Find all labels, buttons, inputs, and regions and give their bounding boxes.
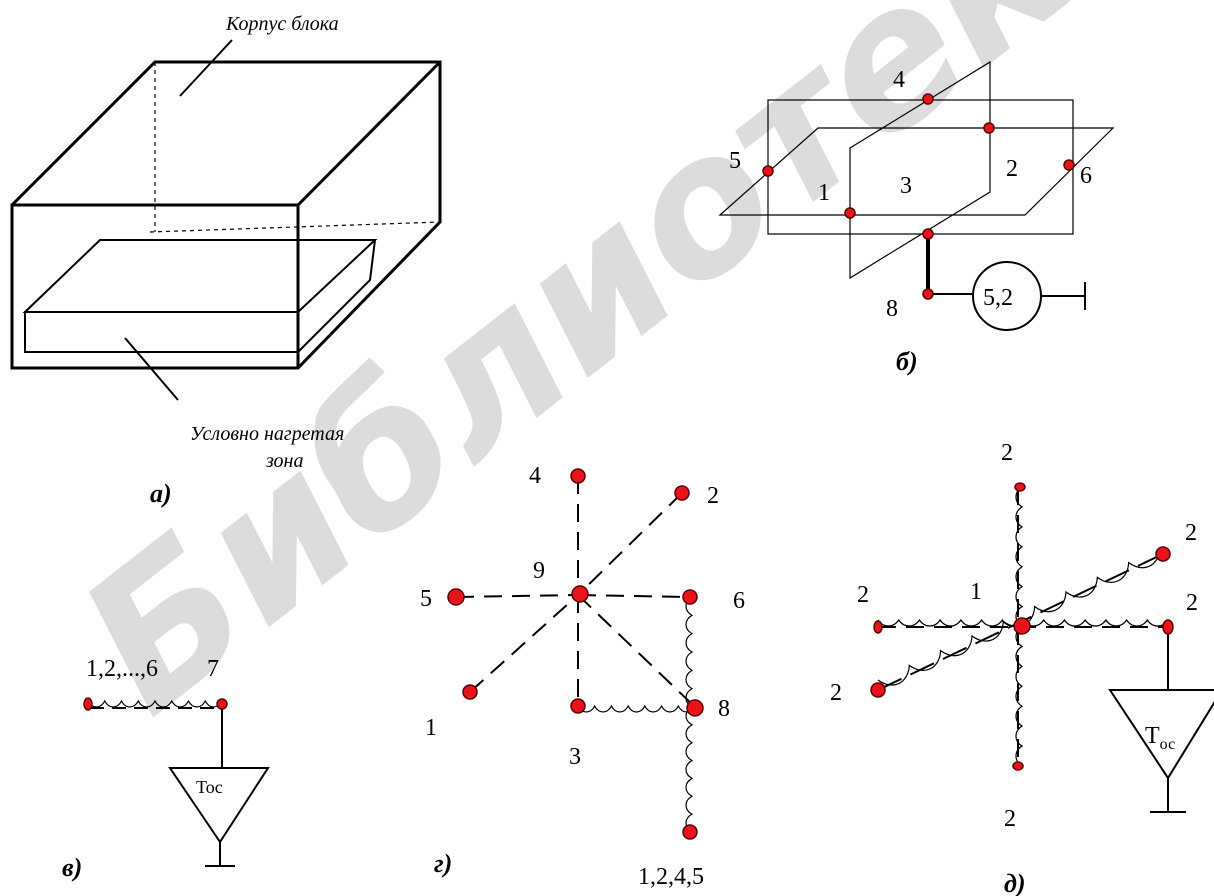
node-label-1: 1 xyxy=(818,180,830,206)
node-1 xyxy=(844,207,856,219)
node-label-upper-right: 2 xyxy=(1185,520,1197,546)
housing-label: Корпус блока xyxy=(225,13,339,35)
node-label-2: 2 xyxy=(1006,156,1018,182)
panel-a xyxy=(10,39,442,401)
heated-zone-side xyxy=(297,239,376,353)
panel-d-nodes xyxy=(870,482,1174,771)
node-label-7: 7 xyxy=(207,656,219,682)
node-label-8: 8 xyxy=(718,696,730,722)
node-upper-right xyxy=(1155,546,1171,562)
node-4 xyxy=(570,468,586,484)
caption-b: б) xyxy=(896,347,918,376)
node-label-top: 2 xyxy=(1001,440,1013,466)
caption-v: в) xyxy=(62,853,82,882)
housing-leader xyxy=(179,39,233,97)
node-label-right: 2 xyxy=(1186,590,1198,616)
link-9-5 xyxy=(455,594,579,598)
node-top xyxy=(1014,482,1026,492)
node-right xyxy=(1162,619,1174,635)
panel-v xyxy=(87,699,270,867)
node-5 xyxy=(762,165,774,177)
node-9 xyxy=(571,585,589,603)
panel-g xyxy=(455,476,696,833)
node-1-6 xyxy=(83,697,93,711)
caption-d: д) xyxy=(1004,869,1026,896)
node-label-8: 8 xyxy=(886,296,898,322)
temperature-value: 5,2 xyxy=(983,285,1013,311)
node-8 xyxy=(922,288,934,300)
node-label-6: 6 xyxy=(733,588,745,614)
node-label-lower-left: 2 xyxy=(830,680,842,706)
node-7 xyxy=(216,698,228,710)
node-label-1: 1 xyxy=(425,715,437,741)
zone-label-line2: зона xyxy=(265,450,303,472)
node-5 xyxy=(447,588,465,606)
heated-zone-top xyxy=(22,239,378,313)
panel-g-nodes xyxy=(447,468,704,840)
wavy-8-bottom xyxy=(685,706,694,833)
source-label-main: Т xyxy=(1145,723,1160,749)
node-1 xyxy=(462,684,478,700)
watermark: Библиотека xyxy=(42,0,1210,755)
wavy-link xyxy=(87,699,223,708)
caption-g: г) xyxy=(434,849,452,878)
temperature-source-triangle xyxy=(168,767,270,844)
source-label: Toc xyxy=(196,777,223,797)
wavy-6-8 xyxy=(685,596,694,708)
node-label-center: 1 xyxy=(970,579,982,605)
node-label-4: 4 xyxy=(529,463,541,489)
node-bottom xyxy=(1012,761,1024,771)
temperature-source-triangle xyxy=(1108,689,1214,780)
heated-zone-front xyxy=(24,311,299,353)
node-3 xyxy=(922,228,934,240)
node-2 xyxy=(674,485,690,501)
zone-label-line1: Условно нагретая xyxy=(190,423,344,445)
node-2 xyxy=(983,122,995,134)
node-label-9: 9 xyxy=(533,558,545,584)
plane-horizontal xyxy=(718,127,1115,216)
node-label-bottom: 2 xyxy=(1004,806,1016,832)
node-label-5: 5 xyxy=(420,586,432,612)
node-label-6: 6 xyxy=(1080,163,1092,189)
panel-b-nodes xyxy=(762,93,1075,300)
node-8 xyxy=(686,699,704,717)
node-label-3: 3 xyxy=(569,744,581,770)
housing-hidden-edge xyxy=(149,221,441,233)
node-4 xyxy=(922,93,934,105)
link-9-2 xyxy=(577,492,683,596)
node-label-1245: 1,2,4,5 xyxy=(638,864,704,890)
link-9-6 xyxy=(577,594,691,598)
panel-d xyxy=(877,486,1214,813)
link-9-8 xyxy=(577,594,696,708)
node-lower-left xyxy=(870,682,886,698)
node-label-1-6: 1,2,...,6 xyxy=(86,656,158,682)
caption-a: а) xyxy=(150,479,172,508)
wavy-3-8 xyxy=(577,704,696,713)
node-6 xyxy=(682,589,698,605)
node-label-4: 4 xyxy=(893,67,905,93)
source-label-sub: ос xyxy=(1160,736,1176,753)
source-label: Тос xyxy=(1145,723,1175,753)
node-label-5: 5 xyxy=(729,148,741,174)
node-label-2: 2 xyxy=(707,483,719,509)
node-center xyxy=(1013,617,1031,635)
node-3 xyxy=(570,698,586,714)
zone-leader xyxy=(124,337,179,401)
plane-vertical-sagittal xyxy=(849,60,991,280)
link-9-1 xyxy=(469,594,579,693)
node-label-left: 2 xyxy=(857,582,869,608)
node-left xyxy=(873,620,883,634)
node-label-3: 3 xyxy=(900,173,912,199)
node-1245 xyxy=(682,824,698,840)
node-6 xyxy=(1063,159,1075,171)
